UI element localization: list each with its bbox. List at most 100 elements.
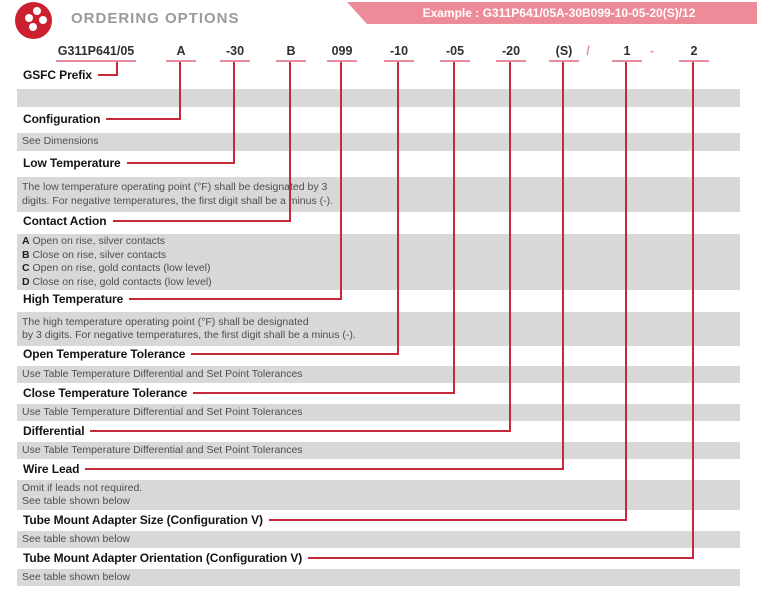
field-row-9: Tube Mount Adapter Size (Configuration V… (23, 513, 627, 527)
connector-hline-6 (193, 392, 455, 394)
field-row-6: Close Temperature Tolerance (23, 386, 455, 400)
connector-hline-2 (126, 162, 235, 164)
note-line: The high temperature operating point (°F… (22, 315, 309, 328)
field-note-bar-10: See table shown below (17, 569, 740, 586)
field-note-bar-7: Use Table Temperature Differential and S… (17, 442, 740, 459)
connector-hline-3 (112, 220, 291, 222)
field-note-bar-1: See Dimensions (17, 133, 740, 151)
code-segment-underline-10 (612, 60, 642, 62)
code-segment-1: A (176, 44, 186, 58)
note-line: digits. For negative temperatures, the f… (22, 194, 334, 207)
field-row-4: High Temperature (23, 292, 342, 306)
field-label: Open Temperature Tolerance (23, 347, 186, 361)
field-row-0: GSFC Prefix (23, 68, 118, 82)
note-line: B Close on rise, silver contacts (22, 248, 167, 261)
note-line: See table shown below (22, 495, 130, 507)
field-row-10: Tube Mount Adapter Orientation (Configur… (23, 551, 694, 565)
field-row-7: Differential (23, 424, 511, 438)
connector-vline-7 (509, 62, 511, 432)
field-label: High Temperature (23, 292, 124, 306)
code-segment-7: -20 (501, 44, 521, 58)
connector-hline-4 (129, 298, 342, 300)
connector-vline-2 (233, 62, 235, 164)
connector-hline-10 (308, 557, 694, 559)
field-label: Configuration (23, 112, 101, 126)
note-line: by 3 digits. For negative temperatures, … (22, 329, 356, 341)
field-note-bar-0 (17, 89, 740, 107)
connector-vline-9 (625, 62, 627, 521)
note-key: C (22, 262, 30, 274)
code-segment-underline-1 (166, 60, 196, 62)
connector-vline-0 (116, 62, 118, 76)
note-key: B (22, 248, 30, 261)
field-label: Differential (23, 424, 85, 438)
field-note-bar-6: Use Table Temperature Differential and S… (17, 404, 740, 421)
field-label: Wire Lead (23, 462, 80, 476)
code-segment-10: 1 (623, 44, 631, 58)
field-label: Close Temperature Tolerance (23, 386, 188, 400)
code-segment-2: -30 (225, 44, 245, 58)
field-note-bar-4: The high temperature operating point (°F… (17, 312, 740, 346)
note-line: See table shown below (22, 570, 130, 583)
connector-vline-8 (562, 62, 564, 470)
code-segment-underline-12 (679, 60, 709, 62)
connector-vline-6 (453, 62, 455, 394)
logo-dot-icon (39, 16, 47, 24)
note-line: Use Table Temperature Differential and S… (22, 443, 303, 456)
connector-hline-9 (268, 519, 627, 521)
field-label: GSFC Prefix (23, 68, 92, 82)
note-line: A Open on rise, silver contacts (22, 235, 165, 247)
field-note-bar-8: Omit if leads not required.See table sho… (17, 480, 740, 510)
connector-hline-1 (106, 118, 181, 120)
note-line: See Dimensions (22, 135, 99, 148)
note-line: Use Table Temperature Differential and S… (22, 367, 303, 380)
note-line: See table shown below (22, 532, 130, 545)
note-line: Omit if leads not required. (22, 481, 143, 494)
field-label: Low Temperature (23, 156, 121, 170)
field-row-3: Contact Action (23, 214, 291, 228)
connector-vline-4 (340, 62, 342, 300)
code-segment-0: G311P641/05 (57, 44, 135, 58)
connector-vline-1 (179, 62, 181, 120)
code-segment-underline-7 (496, 60, 526, 62)
connector-hline-0 (97, 74, 118, 76)
code-segment-12: 2 (690, 44, 698, 58)
note-key: D (22, 275, 30, 288)
example-banner: Example : G311P641/05A-30B099-10-05-20(S… (347, 2, 757, 24)
field-row-5: Open Temperature Tolerance (23, 347, 399, 361)
note-key: A (22, 235, 30, 247)
code-segment-underline-8 (549, 60, 579, 62)
field-row-8: Wire Lead (23, 462, 564, 476)
note-line: The low temperature operating point (°F)… (22, 181, 328, 193)
field-label: Tube Mount Adapter Size (Configuration V… (23, 513, 263, 527)
connector-vline-3 (289, 62, 291, 222)
logo-dot-icon (29, 23, 37, 31)
note-line: D Close on rise, gold contacts (low leve… (22, 275, 212, 288)
code-segment-8: (S) (555, 44, 573, 58)
code-segment-underline-2 (220, 60, 250, 62)
connector-hline-8 (85, 468, 564, 470)
connector-vline-5 (397, 62, 399, 355)
note-line: Use Table Temperature Differential and S… (22, 405, 303, 418)
code-segment-underline-6 (440, 60, 470, 62)
code-segment-5: -10 (389, 44, 409, 58)
brand-logo (15, 2, 52, 39)
field-note-bar-5: Use Table Temperature Differential and S… (17, 366, 740, 383)
connector-hline-5 (191, 353, 399, 355)
field-note-bar-9: See table shown below (17, 531, 740, 548)
code-segment-4: 099 (331, 44, 353, 58)
field-row-2: Low Temperature (23, 156, 235, 170)
code-segment-underline-3 (276, 60, 306, 62)
code-segment-underline-0 (56, 60, 136, 62)
connector-hline-7 (90, 430, 511, 432)
note-line: C Open on rise, gold contacts (low level… (22, 262, 211, 274)
page-title: ORDERING OPTIONS (71, 10, 240, 27)
code-segment-9: / (586, 44, 590, 58)
code-segment-underline-5 (384, 60, 414, 62)
logo-dot-icon (33, 7, 41, 15)
field-label: Contact Action (23, 214, 107, 228)
field-label: Tube Mount Adapter Orientation (Configur… (23, 551, 303, 565)
code-segment-underline-4 (327, 60, 357, 62)
